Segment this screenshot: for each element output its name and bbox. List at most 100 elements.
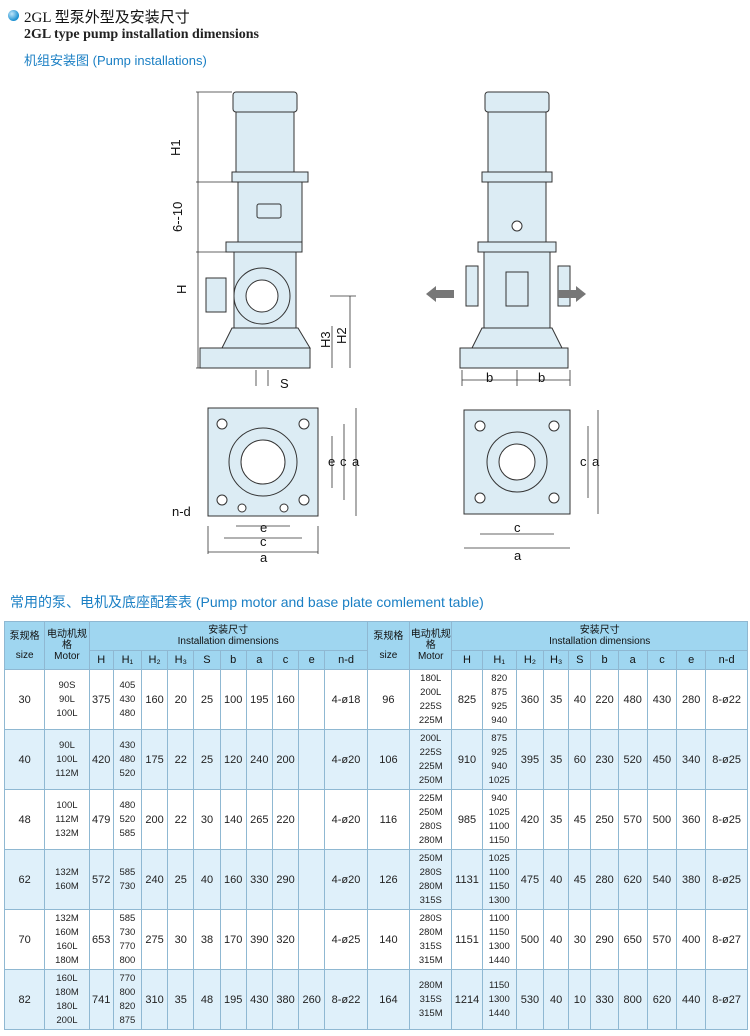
cell-S: 30 (568, 909, 592, 970)
cell-nd: 4-ø25 (324, 909, 368, 970)
cell-nd: 4-ø18 (324, 669, 368, 730)
outlet-arrow-icon (426, 286, 454, 302)
dim-a-label: a (260, 550, 268, 565)
bolt-hole (298, 418, 310, 430)
cell-size: 164 (366, 969, 411, 1030)
dim-header: H₂ (515, 650, 545, 670)
cell-a: 240 (245, 729, 273, 790)
cell-motor: 180L 200L 225S 225M (409, 669, 453, 730)
cell-S: 30 (193, 789, 221, 850)
dim-header: H₃ (543, 650, 570, 670)
dim-header: e (298, 650, 326, 670)
page-subtitle: 机组安装图 (Pump installations) (24, 53, 207, 68)
cell-H2: 530 (515, 969, 545, 1030)
bolt-hole (298, 494, 310, 506)
cell-c: 290 (271, 849, 300, 910)
bullet-icon (8, 10, 19, 21)
coupling (256, 203, 282, 219)
cell-size: 96 (366, 669, 411, 730)
cell-H2: 395 (515, 729, 545, 790)
cell-c: 160 (271, 669, 300, 730)
cell-nd: 8-ø25 (705, 729, 748, 790)
dim-header: c (271, 650, 300, 670)
cell-H: 375 (88, 669, 114, 730)
dim-b-label-1: b (486, 370, 493, 385)
cell-c: 540 (646, 849, 678, 910)
cell-b: 120 (219, 729, 247, 790)
cell-motor: 280S 280M 315S 315M (409, 909, 453, 970)
cell-S: 48 (193, 969, 221, 1030)
cell-e (298, 849, 326, 910)
cell-H3: 30 (167, 909, 195, 970)
cell-H: 825 (451, 669, 483, 730)
cell-H3: 35 (543, 789, 570, 850)
cell-nd: 8-ø22 (324, 969, 368, 1030)
bolt-hole (237, 503, 247, 513)
cell-S: 10 (568, 969, 592, 1030)
cell-a: 265 (245, 789, 273, 850)
cell-S: 40 (568, 669, 592, 730)
inlet-flange-side (557, 265, 571, 307)
motor-body (235, 111, 295, 173)
cell-c: 430 (646, 669, 678, 730)
cell-H2: 420 (515, 789, 545, 850)
dim-header: H₁ (112, 650, 143, 670)
cell-a: 430 (245, 969, 273, 1030)
cell-S: 38 (193, 909, 221, 970)
dim-header: S (568, 650, 592, 670)
dim-c-label-side: c (514, 520, 521, 535)
cell-c: 220 (271, 789, 300, 850)
cell-size: 30 (3, 669, 46, 730)
cell-H2: 475 (515, 849, 545, 910)
cell-c: 620 (646, 969, 678, 1030)
cell-a: 800 (617, 969, 648, 1030)
dim-H2-label: H2 (334, 327, 349, 344)
cell-a: 520 (617, 729, 648, 790)
dim-e-label-v: e (328, 454, 335, 469)
cell-H1: 770 800 820 875 (112, 969, 143, 1030)
cell-e: 400 (676, 909, 707, 970)
motor-fan-cover-side (484, 91, 550, 113)
bolt-hole (474, 420, 486, 432)
motor-fan-cover (232, 91, 298, 113)
cell-e (298, 669, 326, 730)
base-plate-side (459, 347, 569, 369)
cell-a: 390 (245, 909, 273, 970)
base-plate (199, 347, 311, 369)
cell-motor: 160L 180M 180L 200L (44, 969, 90, 1030)
cell-S: 60 (568, 729, 592, 790)
cell-motor: 280M 315S 315M (409, 969, 453, 1030)
inlet-arrow-icon (558, 286, 586, 302)
page-title: 2GL 型泵外型及安装尺寸 (24, 10, 190, 26)
outlet-flange (465, 265, 479, 307)
bore-top-side (498, 443, 536, 481)
cell-e (298, 909, 326, 970)
cell-H3: 22 (167, 729, 195, 790)
cell-b: 280 (590, 849, 619, 910)
cell-motor: 132M 160M 160L 180M (44, 909, 90, 970)
dim-b-label-2: b (538, 370, 545, 385)
vent-hole (511, 220, 523, 232)
cell-H3: 40 (543, 909, 570, 970)
cell-H2: 160 (140, 669, 169, 730)
pump-window (505, 271, 529, 307)
cell-nd: 8-ø25 (705, 789, 748, 850)
cell-H1: 480 520 585 (112, 789, 143, 850)
cell-nd: 4-ø20 (324, 849, 368, 910)
dim-header: H₃ (167, 650, 195, 670)
cell-H: 985 (451, 789, 483, 850)
bore-top (240, 439, 286, 485)
cell-size: 62 (3, 849, 46, 910)
dim-a-label-side: a (514, 548, 522, 563)
cell-H1: 1150 1300 1440 (481, 969, 517, 1030)
cell-H: 1151 (451, 909, 483, 970)
cell-H: 572 (88, 849, 114, 910)
cell-nd: 8-ø27 (705, 909, 748, 970)
cell-H1: 1100 1150 1300 1440 (481, 909, 517, 970)
dim-header: H (88, 650, 114, 670)
